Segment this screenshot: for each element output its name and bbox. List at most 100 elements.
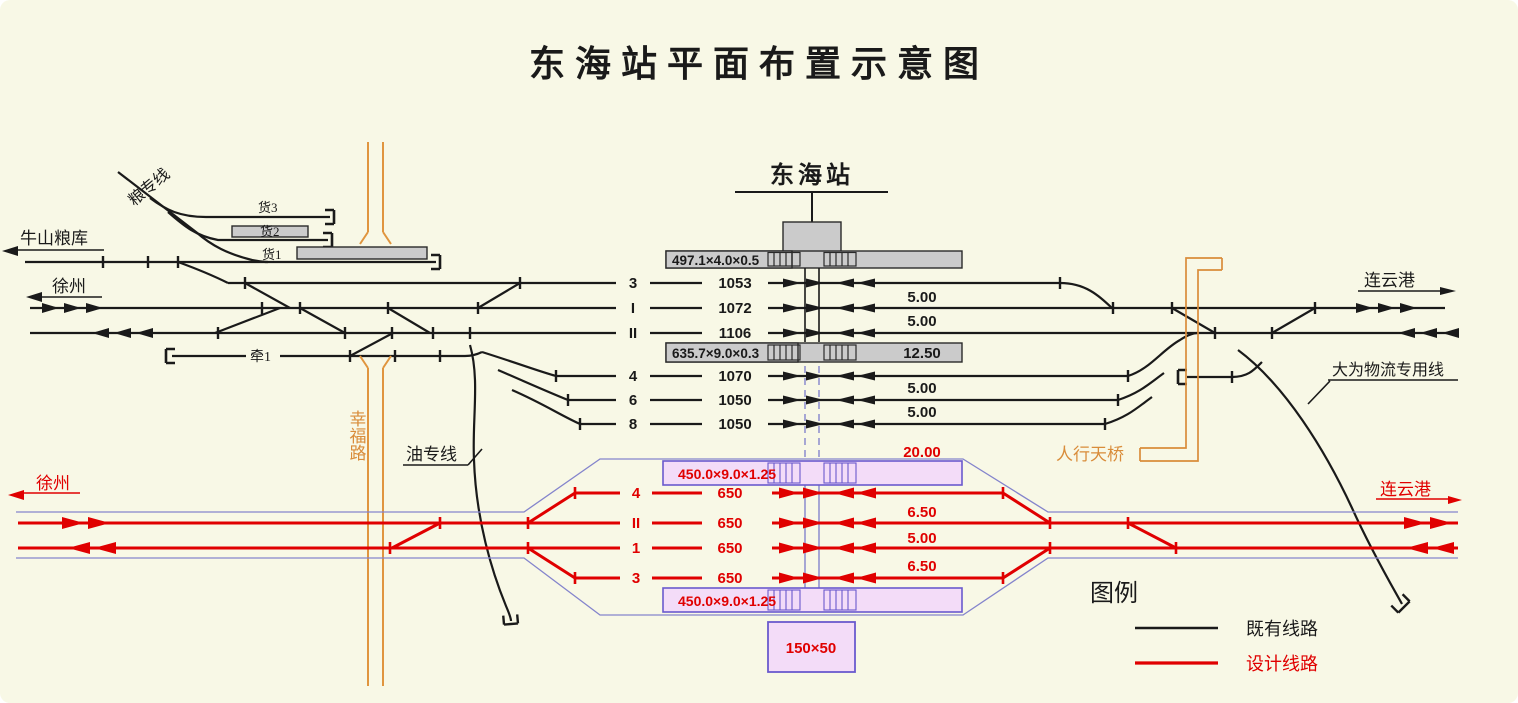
track-length: 1072 — [718, 300, 751, 317]
design-ticks — [388, 487, 1178, 584]
legend-title: 图例 — [1090, 580, 1138, 607]
design-track-3 — [527, 546, 1051, 580]
logistics-line-curve — [1237, 349, 1403, 605]
fouling-arrows-trackI — [783, 303, 875, 313]
buffer-freight1 — [431, 253, 442, 271]
design-platform-bottom-dim: 450.0×9.0×1.25 — [678, 593, 776, 609]
track-no: I — [631, 300, 635, 317]
design-spacing: 6.50 — [907, 558, 936, 575]
platform-A-stairs — [767, 251, 857, 267]
fouling-arrows-trackII — [783, 328, 875, 338]
fouling-arrows-track4 — [783, 371, 875, 381]
label-freight1: 货1 — [262, 247, 282, 262]
design-corridor-outline — [16, 458, 1458, 616]
passage-black-verticals — [804, 268, 820, 342]
design-track-no: 3 — [632, 570, 640, 587]
orange-structures — [359, 142, 1223, 686]
arrow-xuzhou-red — [8, 490, 24, 500]
platform-B-spacing: 12.50 — [903, 345, 941, 362]
station-building — [782, 221, 842, 253]
design-track-length: 650 — [717, 570, 742, 587]
design-platforms — [662, 460, 963, 673]
fouling-arrows-design-3 — [779, 572, 876, 584]
corridor-top-edge — [16, 458, 1458, 513]
station-leader — [735, 191, 888, 222]
label-freight2: 货2 — [260, 224, 280, 239]
design-platform-top-stairs — [767, 462, 857, 484]
fouling-arrows-track8 — [783, 419, 875, 429]
track-6 — [497, 368, 1165, 402]
arrows-mainI-left — [42, 303, 103, 313]
label-logistics-line: 大为物流专用线 — [1332, 361, 1444, 379]
fouling-arrows-design-1 — [779, 542, 876, 554]
label-xuzhou-red: 徐州 — [36, 474, 70, 493]
track-spacing: 5.00 — [907, 404, 936, 421]
design-platform-top-dim: 450.0×9.0×1.25 — [678, 466, 776, 482]
track-length: 1053 — [718, 275, 751, 292]
fouling-arrows-track6 — [783, 395, 875, 405]
design-platform-bottom-stairs — [767, 589, 857, 611]
platform-B-label-box — [665, 342, 799, 363]
design-track-length: 650 — [717, 515, 742, 532]
buffer-oil-line — [502, 614, 520, 626]
design-arrows-II-left — [62, 517, 110, 529]
track-length: 1050 — [718, 392, 751, 409]
design-track-no: 1 — [632, 540, 640, 557]
arrows-mainII-left — [92, 328, 153, 338]
turnout-diagonals — [214, 282, 1316, 357]
turnout-ticks — [101, 256, 1317, 430]
arrow-lianyungang-red — [1448, 496, 1462, 504]
label-underlines — [13, 249, 1458, 466]
label-xuzhou-black: 徐州 — [52, 277, 86, 296]
design-arrows-1-left — [68, 542, 116, 554]
design-station-building — [767, 621, 856, 673]
design-arrows-II-right — [1404, 517, 1452, 529]
freight-track-3 — [149, 197, 330, 219]
arrows-mainII-right — [1398, 328, 1459, 338]
design-underlines — [20, 492, 1448, 500]
label-grain-line: 粮专线 — [125, 165, 173, 210]
track-3 — [177, 260, 1113, 309]
label-oil-line: 油专线 — [406, 445, 457, 464]
label-lianyungang-black: 连云港 — [1364, 271, 1415, 290]
track-no: 8 — [629, 416, 637, 433]
track-8 — [511, 388, 1153, 426]
track-spacing: 5.00 — [907, 313, 936, 330]
platform-B-dim: 635.7×9.0×0.3 — [672, 346, 760, 361]
design-platform-top — [662, 460, 963, 486]
track-length: 1070 — [718, 368, 751, 385]
legend-existing-label: 既有线路 — [1246, 619, 1318, 639]
design-crossover-right — [1127, 521, 1177, 550]
track-length: 1106 — [719, 325, 752, 342]
passage-blue-verticals — [804, 461, 820, 611]
xingfu-road-upper — [359, 142, 392, 245]
passage-connectors — [804, 268, 820, 611]
label-lianyungang-red: 连云港 — [1380, 480, 1431, 499]
design-building-dim: 150×50 — [786, 640, 836, 657]
design-track-no: II — [632, 515, 640, 532]
diagram-title: 东海站平面布置示意图 — [529, 43, 989, 84]
track-spacing: 5.00 — [907, 289, 936, 306]
track-no: II — [629, 325, 637, 342]
design-platform-bottom — [662, 587, 963, 613]
corridor-bottom-edge — [16, 557, 1458, 616]
platform-B-stairs — [767, 344, 857, 361]
oil-line-curve — [468, 344, 513, 622]
arrow-lianyungang-black — [1440, 287, 1456, 295]
arrows-mainI-right — [1356, 303, 1417, 313]
arrow-xuzhou-black — [26, 292, 42, 302]
design-track-no: 4 — [632, 485, 641, 502]
track-spacing: 5.00 — [907, 380, 936, 397]
grain-branch-line — [117, 171, 269, 264]
design-track-length: 650 — [717, 540, 742, 557]
label-footbridge: 人行天桥 — [1056, 445, 1124, 464]
freight-platform-upper — [231, 225, 309, 238]
passage-dashed-verticals — [804, 366, 820, 459]
buffer-logistics-line — [1390, 593, 1411, 614]
design-arrows — [8, 487, 1462, 584]
fouling-arrows-design-4 — [779, 487, 876, 499]
label-niushan: 牛山粮库 — [20, 229, 88, 248]
design-spacing: 5.00 — [907, 530, 936, 547]
design-track-4 — [527, 491, 1051, 525]
track-length: 1050 — [718, 416, 751, 433]
